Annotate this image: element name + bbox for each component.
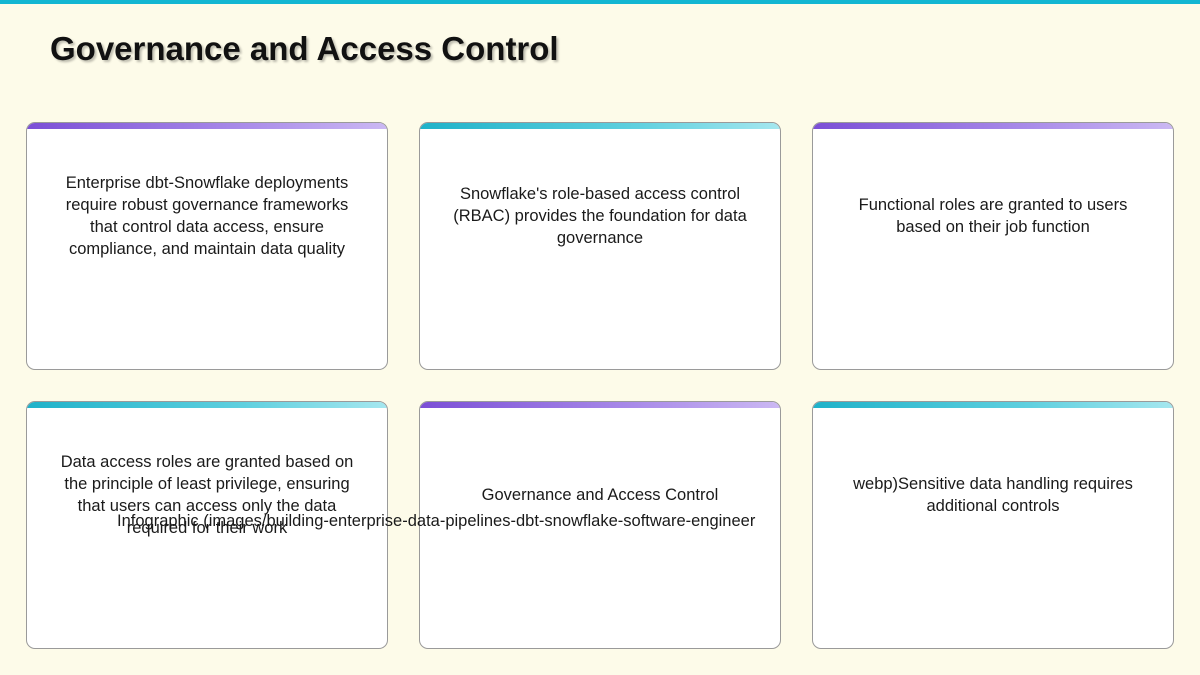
card-text: Snowflake's role-based access control (R… [453, 185, 747, 247]
card-text: webp)Sensitive data handling requires ad… [853, 475, 1133, 515]
card-6: webp)Sensitive data handling requires ad… [812, 401, 1174, 649]
card-accent-bar [27, 402, 387, 408]
card-4: Data access roles are granted based on t… [26, 401, 388, 649]
card-5: Governance and Access Control [419, 401, 781, 649]
card-accent-bar [420, 402, 780, 408]
card-text: Functional roles are granted to users ba… [858, 196, 1128, 236]
page-title: Governance and Access Control [50, 30, 559, 67]
card-text: Governance and Access Control [481, 486, 719, 504]
card-accent-bar [813, 402, 1173, 408]
card-3: Functional roles are granted to users ba… [812, 122, 1174, 370]
card-accent-bar [27, 123, 387, 129]
overflow-caption-text: Infographic (images/building-enterprise-… [117, 512, 756, 530]
card-text: Enterprise dbt-Snowflake deployments req… [65, 174, 349, 258]
card-accent-bar [420, 123, 780, 129]
card-accent-bar [813, 123, 1173, 129]
top-accent-bar [0, 0, 1200, 4]
card-2: Snowflake's role-based access control (R… [419, 122, 781, 370]
card-text: Data access roles are granted based on t… [60, 453, 354, 537]
card-1: Enterprise dbt-Snowflake deployments req… [26, 122, 388, 370]
